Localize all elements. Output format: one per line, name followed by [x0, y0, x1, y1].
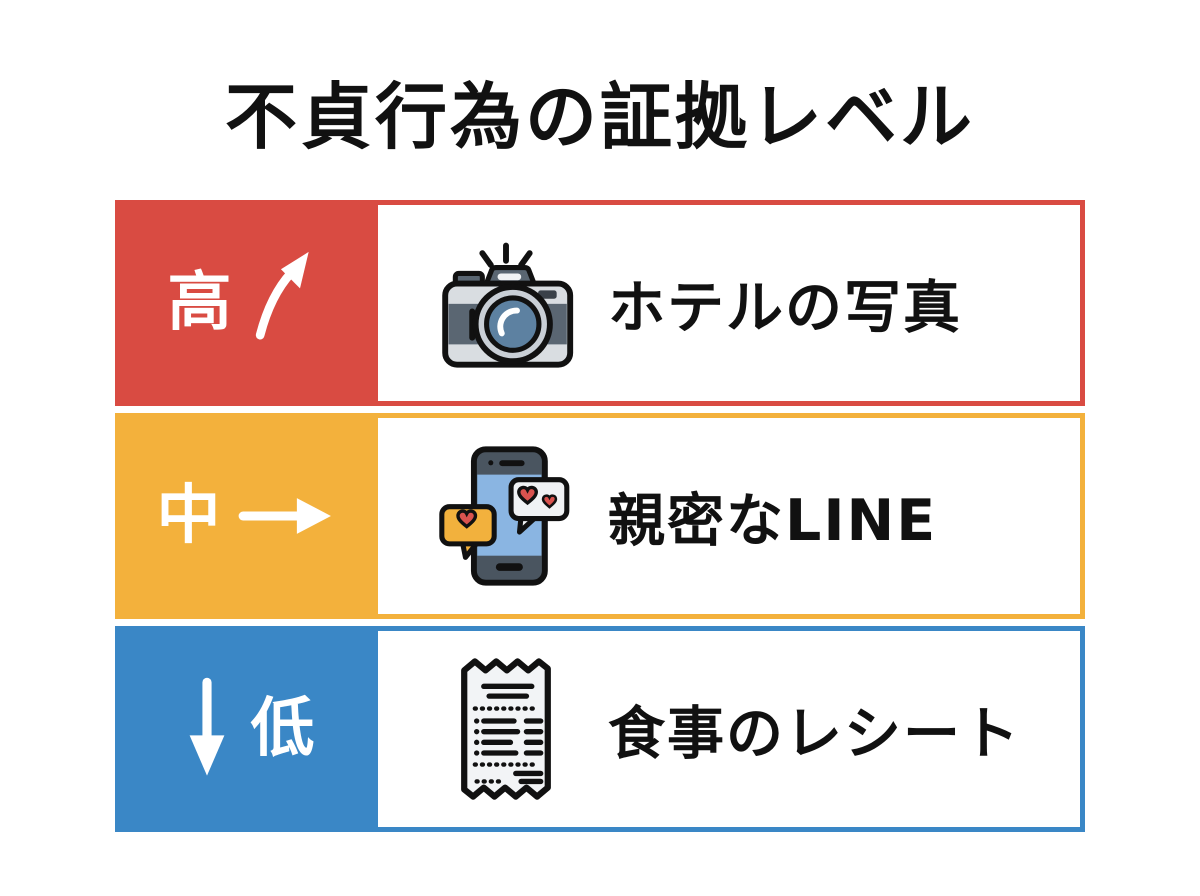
level-label-low: 低 — [250, 692, 315, 766]
level-cell-high: 高 — [115, 200, 378, 406]
arrow-up-icon — [248, 247, 326, 347]
row-high-evidence: 高 — [115, 200, 1085, 406]
evidence-label-high: ホテルの写真 — [608, 275, 962, 341]
level-cell-medium: 中 — [115, 413, 378, 619]
level-label-medium: 中 — [156, 479, 221, 553]
content-cell-low: 食事のレシート — [378, 631, 1080, 827]
content-cell-medium: 親密なLINE — [378, 418, 1080, 614]
camera-icon — [430, 224, 582, 382]
evidence-level-table: 高 — [115, 200, 1085, 832]
row-medium-evidence: 中 — [115, 413, 1085, 619]
evidence-label-medium: 親密なLINE — [608, 488, 938, 554]
smartphone-hearts-icon — [430, 437, 582, 595]
page-title: 不貞行為の証拠レベル — [224, 75, 975, 159]
receipt-icon — [430, 650, 582, 808]
evidence-label-low: 食事のレシート — [608, 701, 1021, 767]
row-low-evidence: 低 — [115, 626, 1085, 832]
arrow-down-icon — [179, 675, 235, 783]
level-cell-low: 低 — [115, 626, 378, 832]
arrow-right-icon — [237, 490, 337, 542]
level-label-high: 高 — [167, 266, 232, 340]
content-cell-high: ホテルの写真 — [378, 205, 1080, 401]
